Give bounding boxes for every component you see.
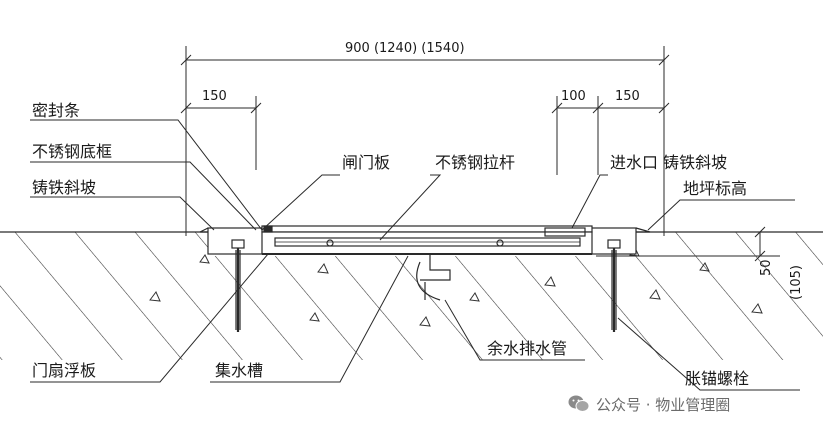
- dim-depth-50: 50: [759, 259, 774, 276]
- label-water-collection-trough: 集水槽: [215, 361, 263, 380]
- label-inlet-cast-iron-slope: 进水口 铸铁斜坡: [610, 153, 727, 172]
- label-door-float-plate: 门扇浮板: [32, 361, 96, 380]
- label-gate-plate: 闸门板: [342, 153, 390, 172]
- label-cast-iron-slope-left: 铸铁斜坡: [32, 178, 96, 197]
- label-expansion-anchor-bolt: 胀锚螺栓: [685, 369, 749, 388]
- floodgate-assembly: [199, 225, 651, 332]
- dim-right-100: 100: [561, 89, 586, 104]
- label-ss-base-frame: 不锈钢底框: [32, 142, 112, 161]
- dim-left-150: 150: [202, 89, 227, 104]
- dimension-lines: [180, 46, 780, 262]
- wechat-icon: [568, 395, 590, 412]
- watermark-text: 公众号 · 物业管理圈: [596, 395, 731, 414]
- dim-depth-105: (105): [789, 265, 804, 300]
- label-ss-pull-rod: 不锈钢拉杆: [435, 153, 515, 172]
- dim-right-150: 150: [615, 89, 640, 104]
- label-floor-elevation: 地坪标高: [683, 179, 747, 198]
- label-residual-drain-pipe: 余水排水管: [487, 339, 567, 358]
- dim-total: 900 (1240) (1540): [345, 41, 465, 56]
- watermark: 公众号 · 物业管理圈: [568, 392, 730, 416]
- label-seal-strip: 密封条: [32, 101, 80, 120]
- leader-lines: [30, 119, 800, 391]
